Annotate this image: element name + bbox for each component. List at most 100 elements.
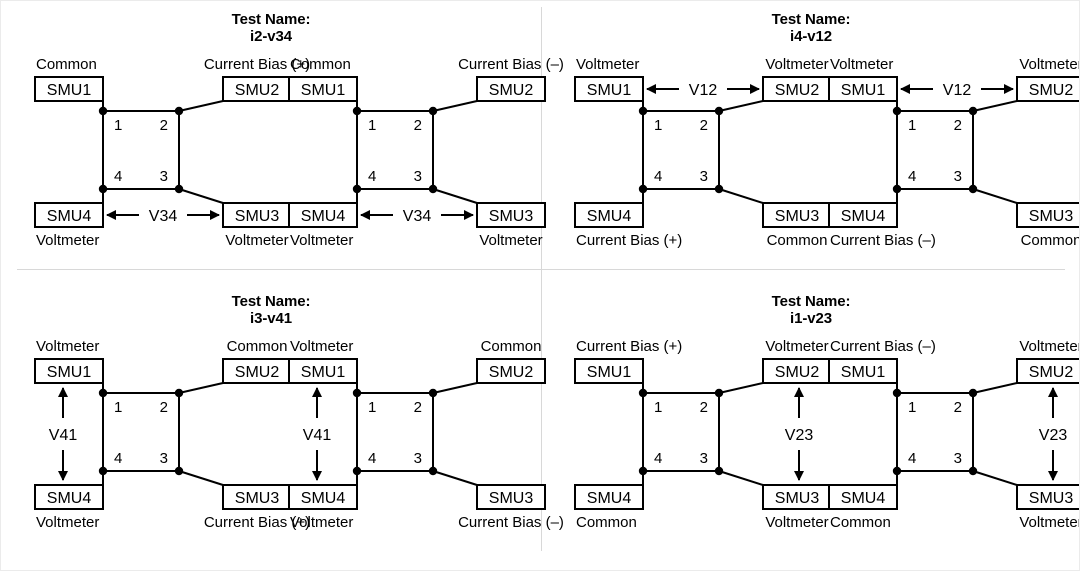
smu2-box-label: SMU2 [1029, 82, 1074, 99]
node-2-dot [428, 106, 438, 116]
smu2-role-label: Common [481, 338, 542, 355]
node-1-label: 1 [908, 117, 916, 134]
node-2-label: 2 [954, 117, 962, 134]
node-1-label: 1 [908, 399, 916, 416]
smu1-box-label: SMU1 [47, 82, 92, 99]
node-1-label: 1 [654, 399, 662, 416]
node-3-dot [428, 184, 438, 194]
node-1-label: 1 [114, 117, 122, 134]
node-4-label: 4 [908, 450, 916, 467]
smu3-box: SMU3 [222, 484, 292, 510]
smu1-box-label: SMU1 [841, 364, 886, 381]
node-4-dot [638, 466, 648, 476]
quadrant-title: Test Name:i2-v34 [7, 11, 535, 45]
node-1-dot [892, 106, 902, 116]
smu3-role-label: Voltmeter [1019, 514, 1080, 531]
smu4-box-label: SMU4 [301, 490, 346, 507]
bridge-network [98, 382, 224, 486]
measurement-arrow: V41 [49, 387, 77, 481]
smu2-role-label: Voltmeter [765, 56, 828, 73]
smu4-role-label: Voltmeter [290, 514, 353, 531]
test-name-prefix: Test Name: [231, 293, 311, 310]
smu2-box-label: SMU2 [489, 364, 534, 381]
node-4-label: 4 [654, 168, 662, 185]
measurement-arrow: V23 [1039, 387, 1067, 481]
node-3-label: 3 [160, 168, 168, 185]
smu3-box-label: SMU3 [775, 208, 820, 225]
smu4-box: SMU4 [574, 484, 644, 510]
smu1-box-label: SMU1 [301, 82, 346, 99]
node-2-label: 2 [160, 399, 168, 416]
smu3-box: SMU3 [1016, 202, 1079, 228]
smu4-box-label: SMU4 [841, 490, 886, 507]
node-2-dot [714, 388, 724, 398]
bridge-network [892, 382, 1018, 486]
smu4-box-label: SMU4 [587, 208, 632, 225]
smu2-box: SMU2 [1016, 358, 1079, 384]
smu3-role-label: Voltmeter [225, 232, 288, 249]
smu2-box: SMU2 [476, 358, 546, 384]
smu1-box: SMU1 [34, 358, 104, 384]
node-3-dot [968, 184, 978, 194]
test-name-value: i4-v12 [790, 28, 832, 45]
smu2-box-label: SMU2 [775, 82, 820, 99]
node-4-dot [892, 466, 902, 476]
bridge-network [98, 100, 224, 204]
smu2-box: SMU2 [1016, 76, 1079, 102]
node-2-dot [968, 388, 978, 398]
smu2-role-label: Voltmeter [1019, 56, 1080, 73]
test-name-value: i3-v41 [250, 310, 292, 327]
smu1-role-label: Common [290, 56, 351, 73]
test-name-value: i1-v23 [790, 310, 832, 327]
node-4-label: 4 [114, 450, 122, 467]
smu4-role-label: Voltmeter [36, 232, 99, 249]
measurement-arrow: V23 [785, 387, 813, 481]
measurement-label: V41 [303, 427, 332, 444]
measurement-label: V12 [943, 82, 972, 99]
smu3-box: SMU3 [762, 202, 832, 228]
smu1-box: SMU1 [288, 358, 358, 384]
smu4-box: SMU4 [828, 202, 898, 228]
bridge-network [352, 382, 478, 486]
smu4-box: SMU4 [34, 202, 104, 228]
node-4-dot [352, 184, 362, 194]
node-1-dot [638, 388, 648, 398]
smu1-role-label: Common [36, 56, 97, 73]
smu1-role-label: Voltmeter [290, 338, 353, 355]
node-3-label: 3 [700, 450, 708, 467]
smu4-role-label: Voltmeter [290, 232, 353, 249]
measurement-label: V34 [149, 208, 178, 225]
smu3-role-label: Current Bias (–) [458, 514, 564, 531]
node-2-label: 2 [414, 399, 422, 416]
quadrant-title: Test Name:i1-v23 [547, 293, 1075, 327]
node-3-label: 3 [414, 450, 422, 467]
measurement-arrow: V34 [106, 208, 220, 225]
smu3-role-label: Common [1021, 232, 1080, 249]
node-4-dot [352, 466, 362, 476]
measurement-label: V12 [689, 82, 718, 99]
smu4-box: SMU4 [288, 202, 358, 228]
smu2-box-label: SMU2 [775, 364, 820, 381]
node-3-dot [714, 184, 724, 194]
smu1-role-label: Voltmeter [36, 338, 99, 355]
node-4-dot [98, 184, 108, 194]
node-3-dot [428, 466, 438, 476]
measurement-arrow: V12 [646, 82, 760, 99]
test-name-prefix: Test Name: [771, 293, 851, 310]
node-4-label: 4 [368, 168, 376, 185]
smu1-box-label: SMU1 [841, 82, 886, 99]
node-4-dot [892, 184, 902, 194]
node-4-dot [98, 466, 108, 476]
